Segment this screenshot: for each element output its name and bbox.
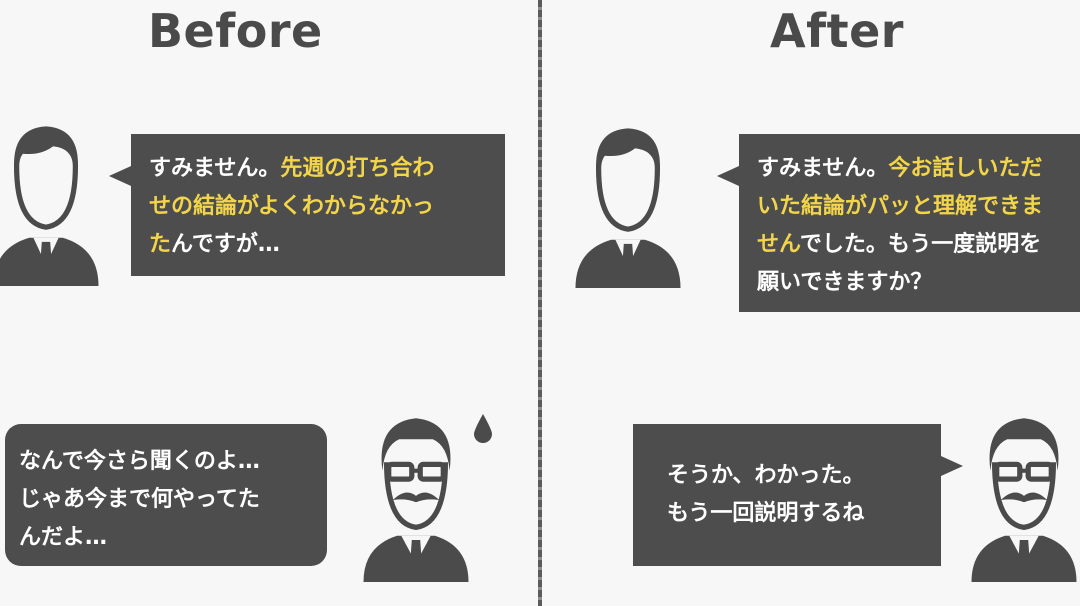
before-speaker-tail: んですが… <box>171 232 280 257</box>
before-reply-line-2: じゃあ今まで何やってた <box>19 487 260 512</box>
after-reply-line-2: もう一回説明するね <box>667 501 865 526</box>
sweat-drop-icon <box>474 414 492 443</box>
after-speaker-highlight-1: 今お話しいただ <box>888 156 1043 181</box>
boss-glasses-mustache-icon <box>363 418 469 582</box>
center-divider <box>538 0 542 606</box>
after-speaker-tail: でした。もう一度説明を <box>799 232 1042 257</box>
young-man-icon <box>0 126 99 286</box>
before-speaker-highlight-1: 先週の打ち合わ <box>280 156 435 181</box>
boss-glasses-mustache-icon-after <box>971 418 1077 582</box>
before-reply-bubble: なんで今さら聞くのよ… じゃあ今まで何やってた んだよ… <box>5 424 327 566</box>
after-speaker-plain: すみません。 <box>757 156 889 181</box>
after-speaker-highlight-2: いた結論がパッと理解できま <box>757 194 1044 219</box>
after-speaker-bubble: すみません。今お話しいただ いた結論がパッと理解できま せんでした。もう一度説明… <box>717 134 1080 312</box>
before-reply-line-3: んだよ… <box>19 525 108 550</box>
after-reply-line-1: そうか、わかった。 <box>667 463 865 488</box>
after-speaker-highlight-3: せん <box>757 232 800 257</box>
before-speaker-highlight-3: た <box>149 232 172 257</box>
after-reply-bubble: そうか、わかった。 もう一回説明するね <box>633 424 963 566</box>
before-speaker-bubble: すみません。先週の打ち合わ せの結論がよくわからなかっ たんですが… <box>109 134 505 276</box>
young-man-icon-after <box>575 128 681 288</box>
heading-before: Before <box>148 4 323 58</box>
after-speaker-line-4: 願いできますか？ <box>757 270 933 295</box>
before-reply-line-1: なんで今さら聞くのよ… <box>19 449 260 474</box>
before-speaker-plain: すみません。 <box>149 156 281 181</box>
before-speaker-highlight-2: せの結論がよくわからなかっ <box>149 194 434 219</box>
heading-after: After <box>770 4 904 58</box>
